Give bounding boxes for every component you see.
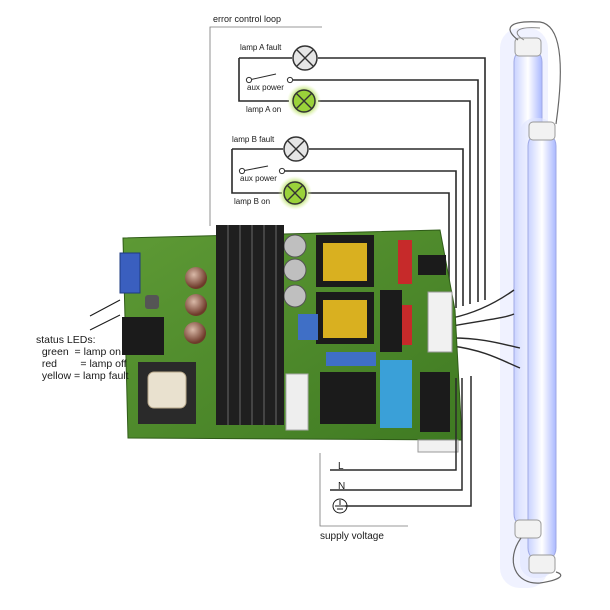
lamp-b-fault-label: lamp B fault <box>232 135 275 144</box>
error-loop-title: error control loop <box>213 14 282 24</box>
ballast-pcb <box>119 225 463 453</box>
status-row-red: red = lamp off <box>41 358 127 370</box>
error-loop-bracket <box>209 26 322 226</box>
lamp-a-aux-label: aux power <box>247 83 284 92</box>
lamp-b-on-label: lamp B on <box>234 197 271 206</box>
lamp-b-aux-label: aux power <box>240 174 277 183</box>
status-row-green: green = lamp on <box>41 346 121 358</box>
status-leds-legend: status LEDs: green = lamp on red = lamp … <box>36 334 129 382</box>
lamp-b-circuit <box>231 148 464 310</box>
lamp-a-circuit <box>238 57 486 304</box>
lamp-a-fault-label: lamp A fault <box>240 43 282 52</box>
ground-icon <box>332 498 348 514</box>
supply-N-label: N <box>338 481 346 492</box>
lamp-wires <box>451 289 521 369</box>
status-row-yellow: yellow = lamp fault <box>41 370 129 382</box>
toroid-coil <box>147 371 187 409</box>
transformer-2 <box>323 300 367 338</box>
supply-bracket <box>319 453 408 527</box>
transformer-1 <box>323 243 367 281</box>
tube-b <box>527 131 557 563</box>
lamp-a-on-label: lamp A on <box>246 105 282 114</box>
supply-voltage-label: supply voltage <box>320 531 384 542</box>
supply-circuit <box>330 376 472 507</box>
connector-block <box>427 291 453 353</box>
dip-switch <box>119 252 141 294</box>
line-filter <box>380 360 412 428</box>
fluorescent-tubes <box>500 21 562 588</box>
heatsink <box>216 225 284 425</box>
supply-L-label: L <box>338 461 344 472</box>
status-leds-heading: status LEDs: <box>36 334 96 346</box>
relay-block <box>122 317 164 355</box>
